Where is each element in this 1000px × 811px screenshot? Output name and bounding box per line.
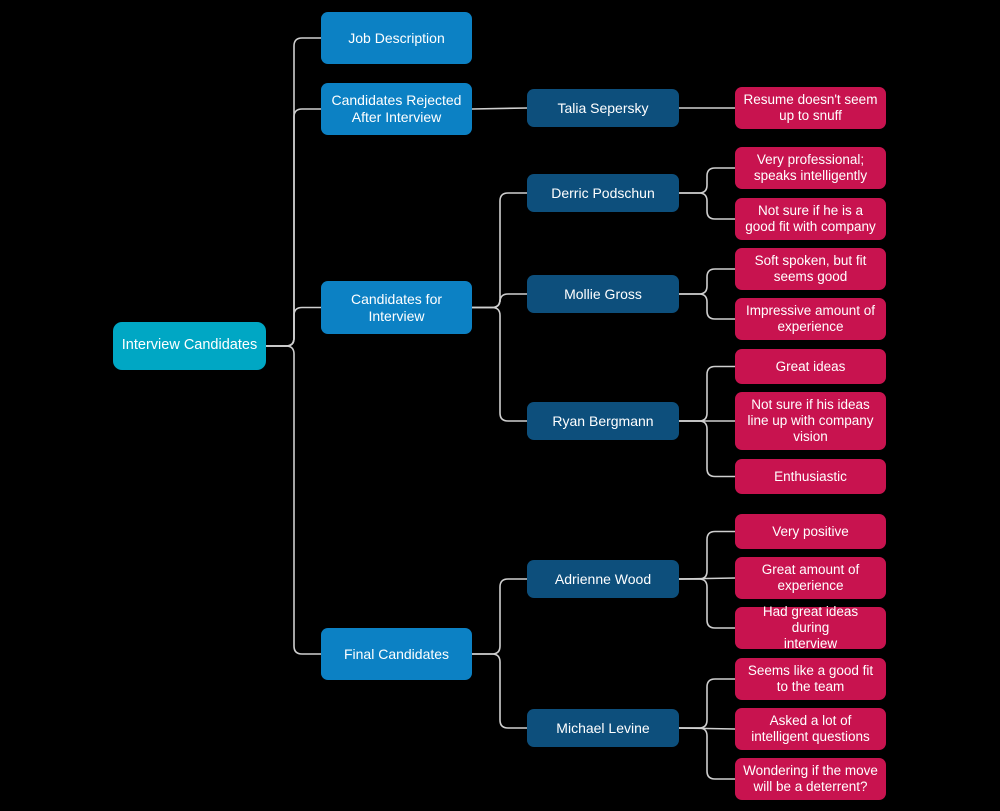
connector-root-to-final-candidates [266, 345, 321, 655]
connector-adrienne-wood-to-note-adrienne-2 [678, 577, 736, 580]
connector-adrienne-wood-to-note-adrienne-3 [679, 578, 735, 629]
connector-root-to-candidates-for-interview [266, 306, 321, 347]
connector-mollie-gross-to-note-mollie-1 [679, 268, 735, 295]
mindmap-person-derric-podschun[interactable]: Derric Podschun [527, 174, 679, 212]
connector-candidates-for-interview-to-ryan-bergmann [472, 306, 527, 422]
connector-candidates-rejected-to-talia-sepersky [471, 107, 528, 110]
mindmap-note-note-adrienne-1[interactable]: Very positive [735, 514, 886, 549]
mindmap-person-mollie-gross[interactable]: Mollie Gross [527, 275, 679, 313]
mindmap-note-note-adrienne-3[interactable]: Had great ideas during interview [735, 604, 886, 651]
connector-michael-levine-to-note-michael-2 [678, 727, 736, 730]
mindmap-person-michael-levine[interactable]: Michael Levine [527, 709, 679, 747]
connector-michael-levine-to-note-michael-1 [679, 678, 735, 729]
mindmap-note-note-michael-1[interactable]: Seems like a good fit to the team [735, 658, 886, 700]
connector-final-candidates-to-adrienne-wood [472, 578, 527, 655]
connector-derric-podschun-to-note-derric-1 [679, 167, 735, 194]
mindmap-note-note-adrienne-2[interactable]: Great amount of experience [735, 557, 886, 599]
mindmap-root-node[interactable]: Interview Candidates [113, 322, 266, 370]
connector-ryan-bergmann-to-note-ryan-1 [679, 365, 735, 422]
mindmap-branch-final-candidates[interactable]: Final Candidates [321, 628, 472, 680]
connector-final-candidates-to-michael-levine [472, 653, 527, 729]
connector-ryan-bergmann-to-note-ryan-3 [679, 420, 735, 478]
connector-candidates-for-interview-to-mollie-gross [472, 293, 527, 309]
mindmap-person-ryan-bergmann[interactable]: Ryan Bergmann [527, 402, 679, 440]
mindmap-note-note-derric-1[interactable]: Very professional; speaks intelligently [735, 147, 886, 189]
mindmap-branch-job-description[interactable]: Job Description [321, 12, 472, 64]
connector-mollie-gross-to-note-mollie-2 [679, 293, 735, 320]
mindmap-note-note-derric-2[interactable]: Not sure if he is a good fit with compan… [735, 198, 886, 240]
mindmap-note-note-ryan-3[interactable]: Enthusiastic [735, 459, 886, 494]
mindmap-note-note-ryan-2[interactable]: Not sure if his ideas line up with compa… [735, 392, 886, 450]
mindmap-note-note-mollie-2[interactable]: Impressive amount of experience [735, 298, 886, 340]
mindmap-note-note-michael-3[interactable]: Wondering if the move will be a deterren… [735, 758, 886, 800]
connector-root-to-job-description [266, 37, 321, 347]
mindmap-person-talia-sepersky[interactable]: Talia Sepersky [527, 89, 679, 127]
mindmap-note-note-ryan-1[interactable]: Great ideas [735, 349, 886, 384]
mindmap-note-note-mollie-1[interactable]: Soft spoken, but fit seems good [735, 248, 886, 290]
connector-adrienne-wood-to-note-adrienne-1 [679, 530, 735, 580]
mindmap-branch-candidates-rejected[interactable]: Candidates Rejected After Interview [321, 83, 472, 135]
mindmap-person-adrienne-wood[interactable]: Adrienne Wood [527, 560, 679, 598]
connector-root-to-candidates-rejected [266, 108, 321, 347]
mindmap-branch-candidates-for-interview[interactable]: Candidates for Interview [321, 281, 472, 334]
connector-candidates-for-interview-to-derric-podschun [472, 192, 527, 309]
mindmap-note-note-talia-1[interactable]: Resume doesn't seem up to snuff [735, 87, 886, 129]
connector-derric-podschun-to-note-derric-2 [679, 192, 735, 220]
mindmap-note-note-michael-2[interactable]: Asked a lot of intelligent questions [735, 708, 886, 750]
connector-michael-levine-to-note-michael-3 [679, 727, 735, 780]
